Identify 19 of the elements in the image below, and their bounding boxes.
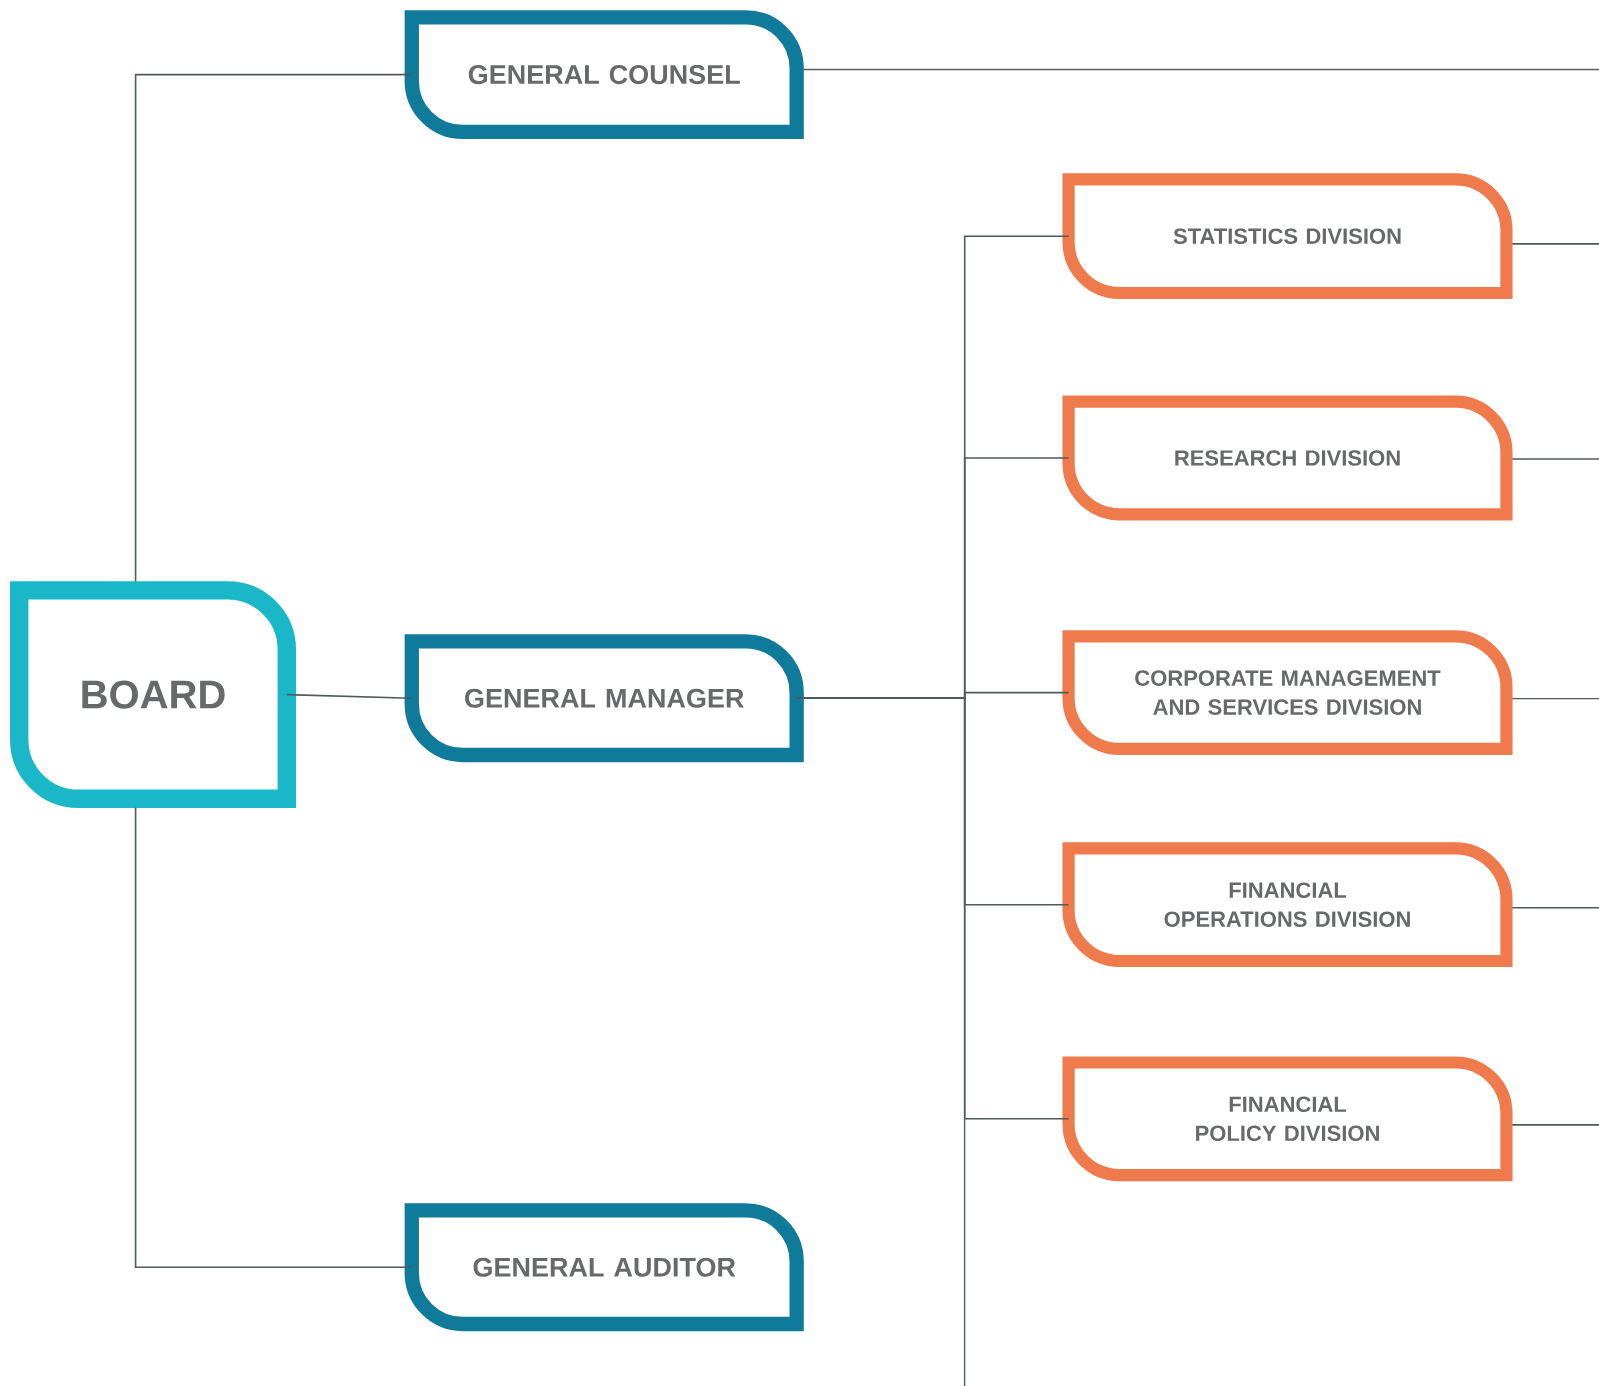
org-box: RESEARCH DIVISION [1062,395,1513,521]
connector-line [134,73,413,583]
org-box: BOARD [10,581,296,808]
connector-line [1511,243,1599,245]
connector-line [1511,1124,1599,1126]
org-box: GENERAL COUNSEL [404,10,804,140]
org-box: STATISTICS DIVISION [1062,173,1513,300]
org-box: FINANCIAL POLICY DIVISION [1062,1056,1513,1182]
org-box: FINANCIAL OPERATIONS DIVISION [1062,842,1513,968]
org-box: GENERAL MANAGER [404,634,804,763]
connector-line [286,693,413,699]
org-box: GENERAL AUDITOR [404,1203,804,1332]
connector-line [1511,458,1599,460]
connector-line [802,68,1599,71]
org-box: CORPORATE MANAGEMENT AND SERVICES DIVISION [1062,630,1513,755]
connector-line [795,697,966,1386]
connector-line [134,807,413,1268]
connector-line [1511,697,1599,700]
connector-line [1511,906,1599,909]
